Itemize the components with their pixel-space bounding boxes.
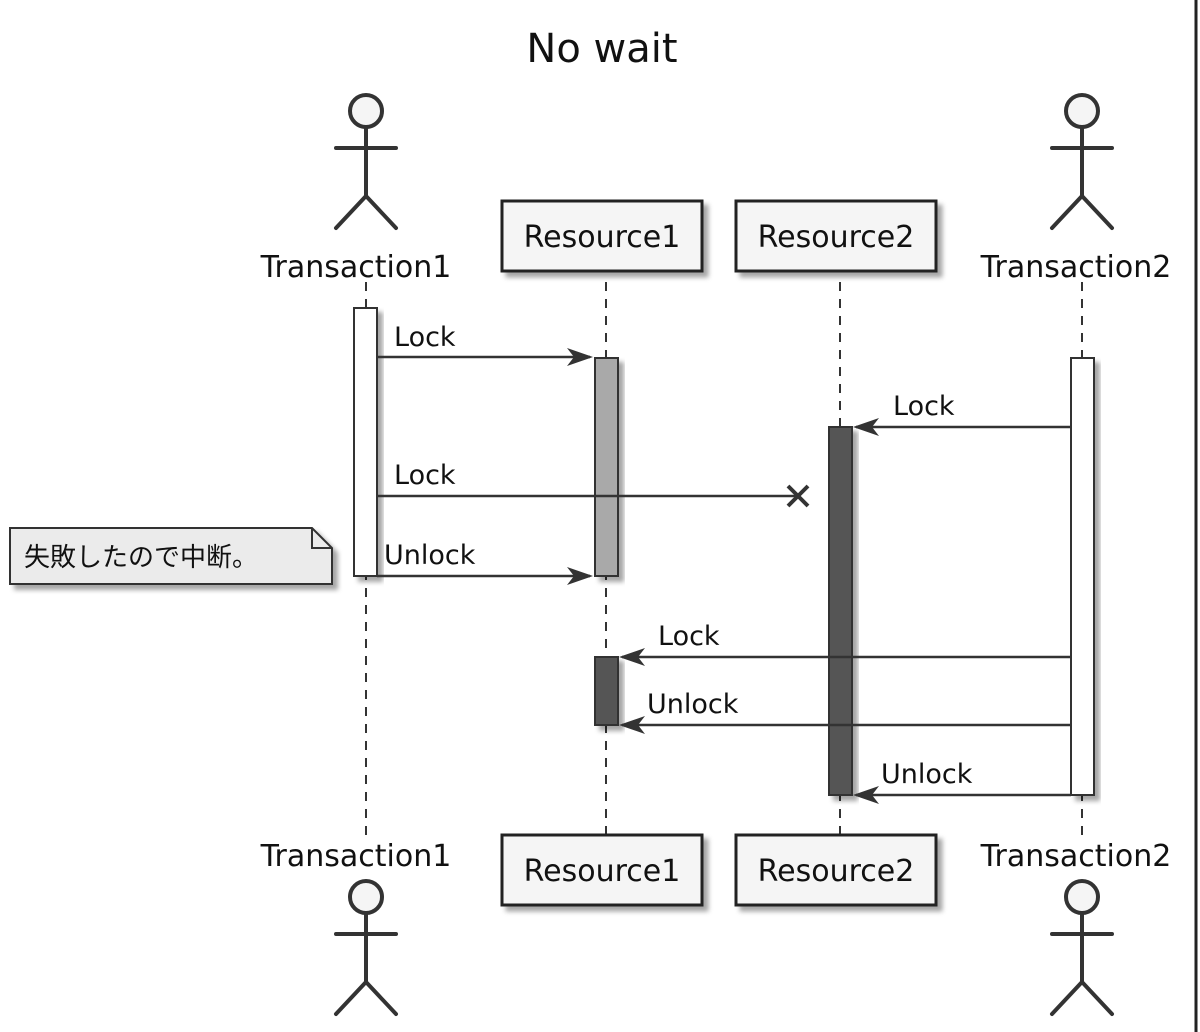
actor-figure-icon <box>334 879 398 1016</box>
activation-transaction2 <box>1070 357 1095 796</box>
participant-label: Resource2 <box>758 854 915 889</box>
activation-resource1-second <box>594 656 619 726</box>
participant-label: Resource2 <box>758 220 915 255</box>
actor-figure-icon <box>1050 879 1114 1016</box>
participant-resource1-bottom: Resource1 <box>500 833 704 907</box>
message-lock-t1-r2-lost: Lock <box>377 460 810 508</box>
message-label: Unlock <box>881 759 973 790</box>
message-label: Lock <box>658 621 720 652</box>
activation-transaction1 <box>353 307 378 577</box>
actor-transaction2-bottom: Transaction2 <box>980 839 1172 1016</box>
participant-label: Resource1 <box>524 220 681 255</box>
participant-label: Resource1 <box>524 854 681 889</box>
participant-resource2-bottom: Resource2 <box>734 833 938 907</box>
actor-figure-icon <box>1050 93 1114 230</box>
note-fold-icon <box>311 528 332 549</box>
message-unlock-t1-r1: Unlock <box>377 540 593 585</box>
participant-label: Transaction1 <box>260 839 452 874</box>
arrow-head-icon <box>853 418 879 436</box>
participant-label: Transaction2 <box>980 250 1172 285</box>
arrow-head-icon <box>619 716 645 734</box>
activation-resource2 <box>828 426 853 796</box>
actor-figure-icon <box>334 93 398 230</box>
message-lock-t2-r1: Lock <box>619 621 1071 666</box>
arrow-head-icon <box>853 786 879 804</box>
message-label: Lock <box>394 460 456 491</box>
participant-label: Transaction2 <box>980 839 1172 874</box>
arrow-head-icon <box>619 648 645 666</box>
message-label: Unlock <box>647 689 739 720</box>
participant-resource1-top: Resource1 <box>500 199 704 273</box>
message-unlock-t2-r1: Unlock <box>619 689 1071 734</box>
message-lock-t1-r1: Lock <box>377 322 593 366</box>
arrow-head-icon <box>567 567 593 585</box>
message-label: Lock <box>394 322 456 353</box>
participant-label: Transaction1 <box>260 250 452 285</box>
message-label: Unlock <box>384 540 476 571</box>
diagram-title: No wait <box>526 26 677 72</box>
note-text: 失敗したので中断。 <box>24 543 258 573</box>
actor-transaction1-top: Transaction1 <box>260 93 452 285</box>
actor-transaction1-bottom: Transaction1 <box>260 839 452 1016</box>
participant-resource2-top: Resource2 <box>734 199 938 273</box>
activation-resource1-first <box>594 357 619 577</box>
message-label: Lock <box>893 391 955 422</box>
note-aborted: 失敗したので中断。 <box>9 527 333 585</box>
message-lock-t2-r2: Lock <box>853 391 1071 436</box>
lost-message-cross-icon <box>786 484 810 508</box>
message-unlock-t2-r2: Unlock <box>853 759 1071 804</box>
arrow-head-icon <box>567 348 593 366</box>
actor-transaction2-top: Transaction2 <box>980 93 1172 285</box>
